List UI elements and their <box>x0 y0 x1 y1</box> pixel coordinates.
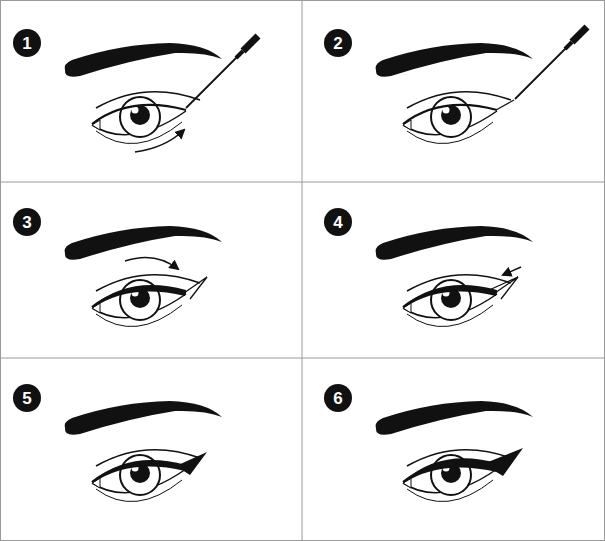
eye-step <box>376 226 533 327</box>
callout-number: 5 <box>13 384 41 412</box>
panel-divider <box>0 358 605 359</box>
callout-number-text: 1 <box>22 35 31 52</box>
eye-step <box>65 36 258 152</box>
callout-number-text: 4 <box>333 214 342 231</box>
callout-number-text: 3 <box>22 214 31 231</box>
callout-number: 3 <box>13 208 41 236</box>
callout-number: 1 <box>13 29 41 57</box>
callout-number-text: 2 <box>333 35 342 52</box>
panel-divider <box>0 182 605 183</box>
callout-number-text: 6 <box>333 390 342 407</box>
callout-number: 4 <box>324 208 352 236</box>
eye-step <box>376 401 533 502</box>
callout-number-text: 5 <box>22 390 31 407</box>
eye-step <box>376 27 587 144</box>
callout-number: 2 <box>324 29 352 57</box>
panel-divider <box>302 0 303 541</box>
callout-number: 6 <box>324 384 352 412</box>
eye-step <box>65 226 222 327</box>
eye-step <box>65 401 222 502</box>
